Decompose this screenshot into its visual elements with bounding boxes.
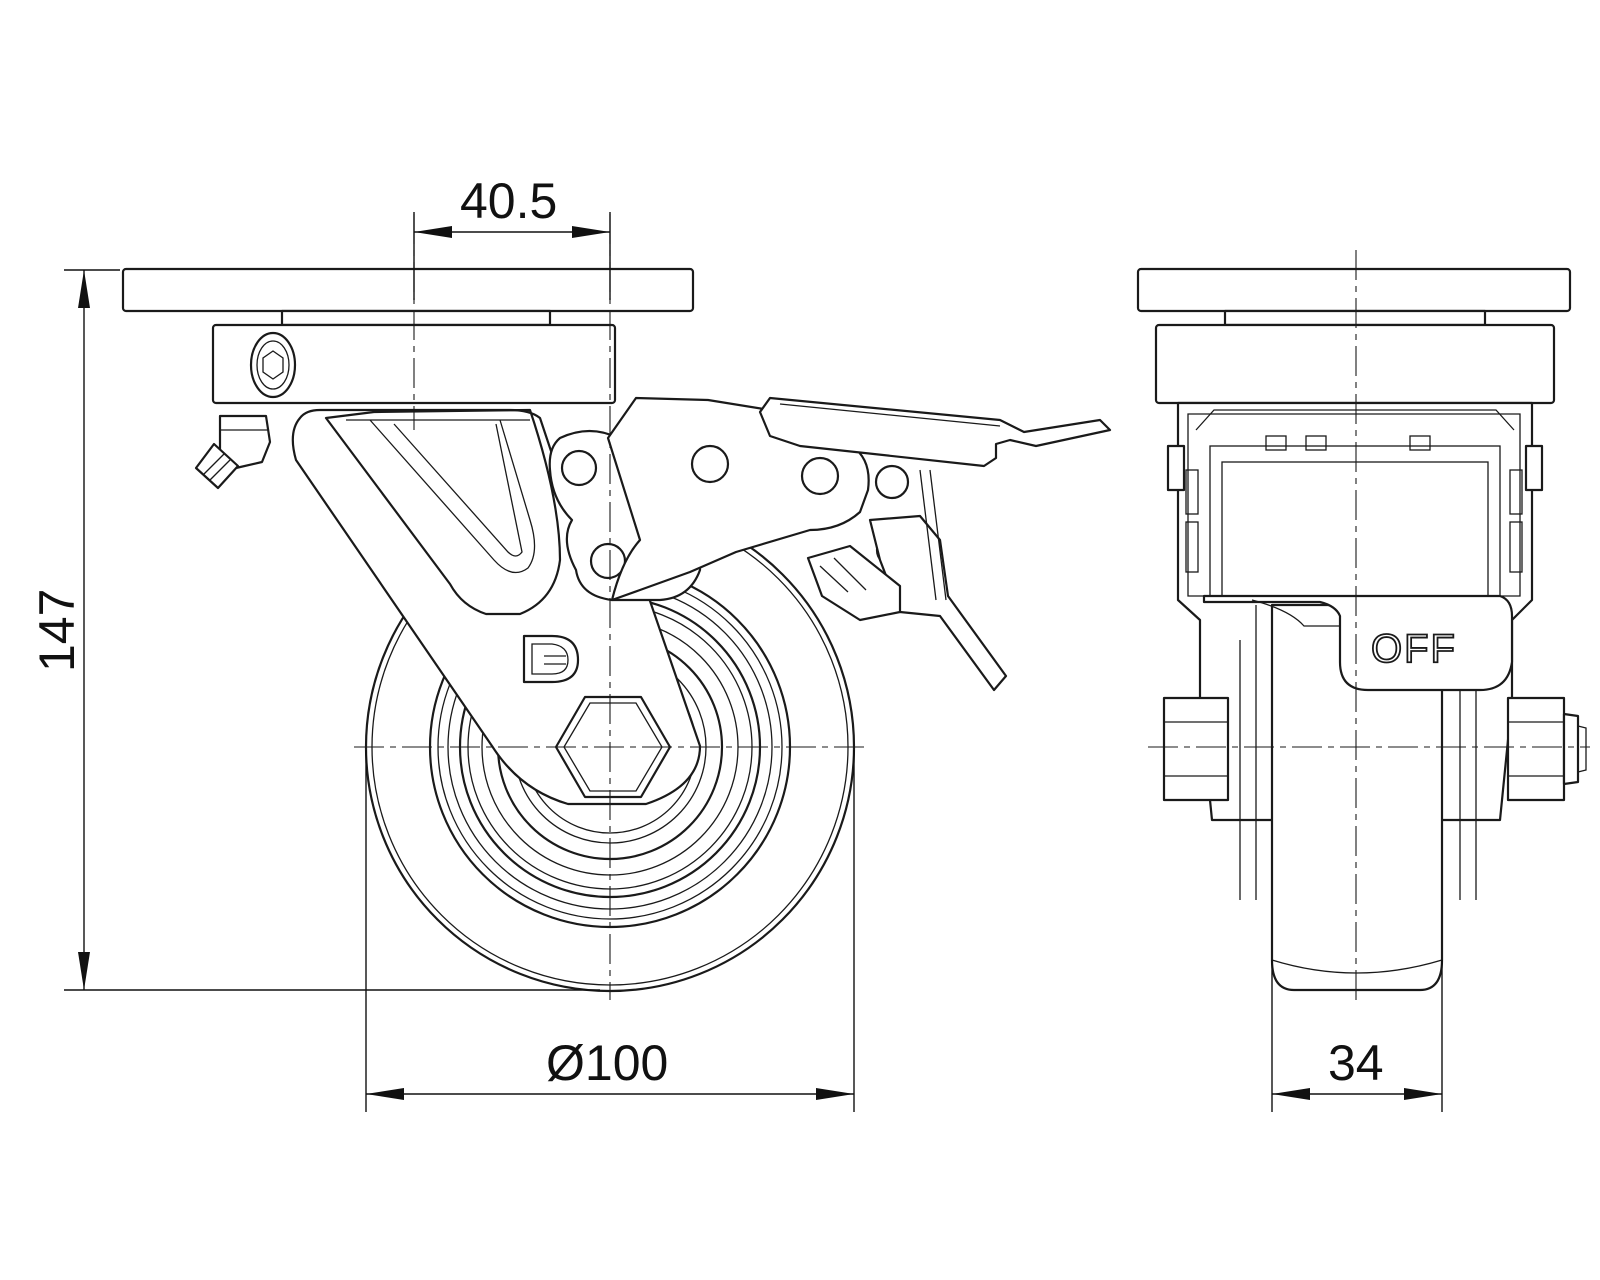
lever-hole-1 [690, 444, 730, 484]
bearing-ring-front [1223, 309, 1487, 327]
hex-socket-screw-icon [249, 331, 297, 399]
grease-nipple-icon [194, 414, 272, 490]
dimension-height: 147 [29, 269, 600, 991]
bearing-ring [280, 309, 552, 327]
front-view: OFF [1136, 250, 1590, 1000]
swivel-housing-front [1154, 323, 1556, 405]
lever-hole-2 [800, 456, 840, 496]
dimension-offset: 40.5 [413, 173, 611, 300]
dimension-wheel-diameter: Ø100 [365, 750, 855, 1112]
side-view [121, 214, 1112, 1000]
brake-state-label: OFF [1371, 627, 1457, 671]
side-plate-right [1524, 444, 1544, 492]
brake-plate-front [1202, 594, 1514, 692]
brake-pedal [758, 396, 1112, 468]
axle-nut-left [1162, 696, 1230, 802]
axle-nut-right [1506, 696, 1587, 802]
fork-rib [324, 408, 562, 616]
wheel-width-value: 34 [1328, 1035, 1384, 1091]
top-plate-front [1136, 267, 1572, 313]
bracket-hole-1 [560, 449, 598, 487]
top-plate [121, 267, 695, 313]
wheel-diameter-value: Ø100 [546, 1035, 668, 1091]
side-plate-left [1166, 444, 1186, 492]
lever-hole-3 [874, 464, 910, 500]
d-logo-icon [522, 634, 580, 684]
brake-shoe [806, 544, 902, 622]
height-value: 147 [29, 589, 85, 672]
offset-value: 40.5 [460, 173, 557, 229]
dimension-wheel-width: 34 [1271, 960, 1443, 1112]
